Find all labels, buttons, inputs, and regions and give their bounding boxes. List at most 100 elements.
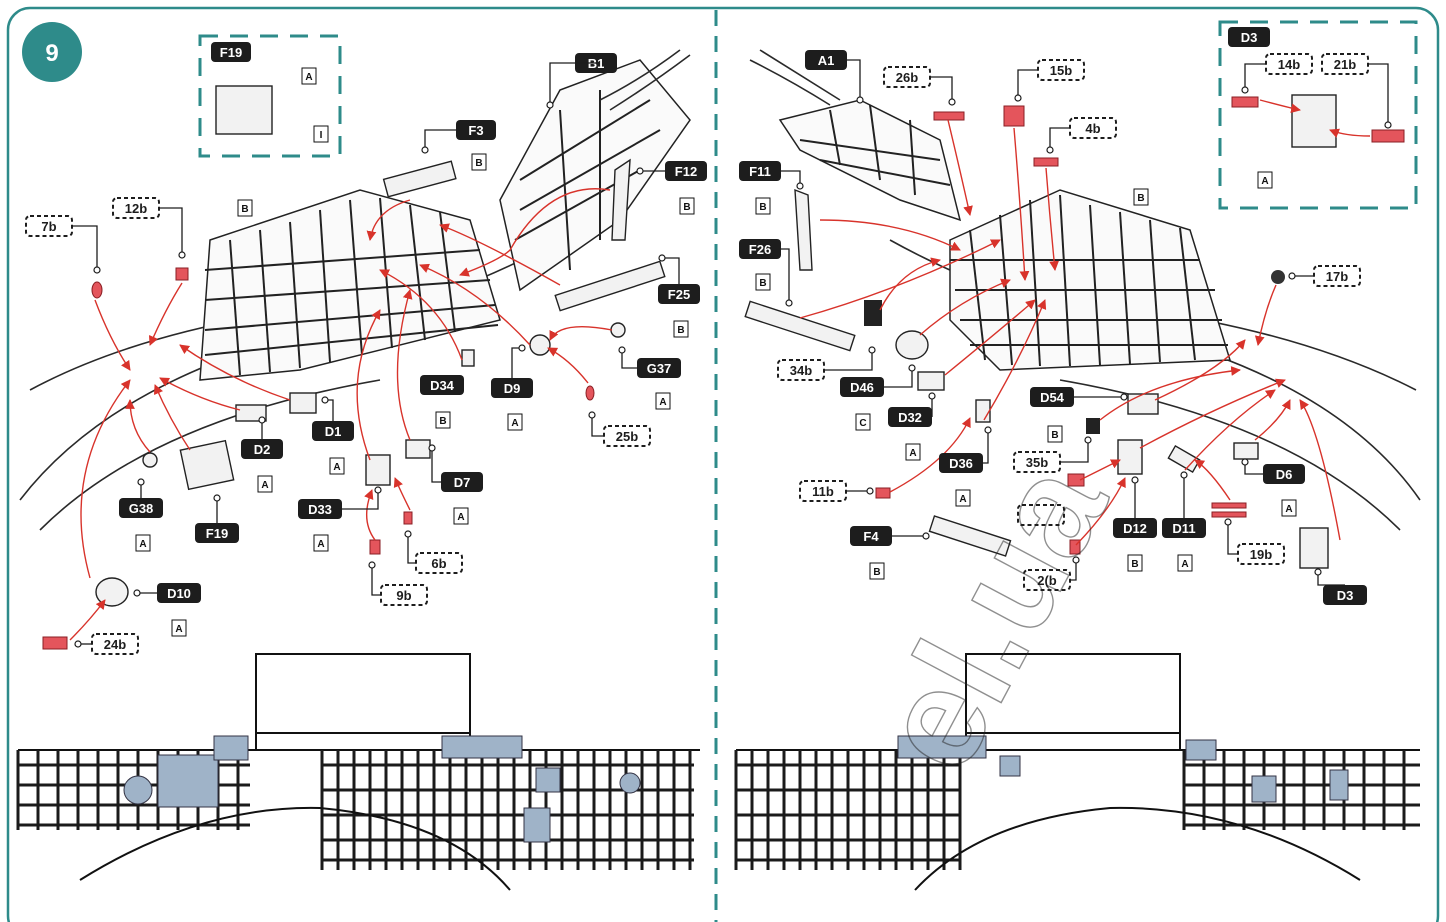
label-7b: 7b: [25, 215, 73, 237]
label-d32: D32: [888, 407, 932, 427]
label-f4: F4: [850, 526, 892, 546]
plan-panel-f25: [441, 735, 523, 759]
part-f25: [554, 260, 666, 312]
label-d6: D6: [1263, 464, 1305, 484]
pe-12b: [175, 267, 189, 281]
part-d1: [289, 392, 317, 414]
paint-icon-b: B: [1047, 425, 1063, 443]
svg-text:F25: F25: [668, 287, 690, 302]
svg-text:17b: 17b: [1326, 269, 1348, 284]
paint-icon-b: B: [237, 199, 253, 217]
pe-7b: [91, 281, 103, 299]
paint-icon-a: A: [507, 413, 523, 431]
svg-text:D9: D9: [504, 381, 521, 396]
svg-text:D33: D33: [308, 502, 332, 517]
pe-35b: [1086, 418, 1100, 434]
svg-text:A: A: [457, 512, 464, 523]
svg-text:B: B: [475, 158, 482, 169]
svg-text:26b: 26b: [896, 70, 918, 85]
label-d46: D46: [840, 377, 884, 397]
svg-text:B: B: [683, 202, 690, 213]
paint-icon-a: A: [453, 507, 469, 525]
svg-text:D46: D46: [850, 380, 874, 395]
label-2b: 2(b: [1023, 569, 1071, 591]
label-17b: 17b: [1313, 265, 1361, 287]
paint-icon-a: A: [1177, 554, 1193, 572]
part-d2: [235, 404, 267, 422]
hull-curve-left-2: [39, 379, 381, 531]
label-d11: D11: [1162, 518, 1206, 538]
label-d2: D2: [241, 439, 283, 459]
svg-text:A1: A1: [818, 53, 835, 68]
part-g38: [142, 452, 158, 468]
pe-26b: [933, 111, 965, 121]
svg-text:D36: D36: [949, 456, 973, 471]
part-d36: [975, 399, 991, 423]
paint-icon-a: A: [329, 457, 345, 475]
svg-text:B: B: [439, 416, 446, 427]
svg-text:F12: F12: [675, 164, 697, 179]
svg-text:C: C: [859, 418, 866, 429]
svg-text:15b: 15b: [1050, 63, 1072, 78]
part-f11: [794, 188, 813, 271]
cable-b1: [599, 49, 681, 101]
part-d7: [405, 439, 431, 459]
svg-text:F3: F3: [468, 123, 483, 138]
label-6b: 6b: [415, 552, 463, 574]
svg-text:A: A: [305, 72, 312, 83]
pe-15b: [1003, 105, 1025, 127]
svg-text:19b: 19b: [1250, 547, 1272, 562]
floor-plan-right: [734, 653, 1420, 891]
paint-icon-a: A: [135, 534, 151, 552]
svg-text:D10: D10: [167, 586, 191, 601]
pe-24b: [42, 636, 68, 650]
paint-icon-b: B: [755, 273, 771, 291]
svg-text:A: A: [139, 539, 146, 550]
pe-14b: [1231, 96, 1259, 108]
part-f19-panel: [179, 439, 235, 491]
svg-text:B: B: [1051, 430, 1058, 441]
svg-text:A: A: [333, 462, 340, 473]
svg-text:A: A: [909, 448, 916, 459]
paint-icon-a: A: [313, 534, 329, 552]
svg-text:F19: F19: [220, 45, 242, 60]
label-d3-bottom: D3: [1323, 585, 1367, 605]
part-f4: [928, 515, 1012, 557]
label-15b: 15b: [1037, 59, 1085, 81]
svg-text:D3: D3: [1241, 30, 1258, 45]
svg-text:D1: D1: [325, 424, 342, 439]
svg-text:B: B: [759, 278, 766, 289]
label-9b: 9b: [380, 584, 428, 606]
label-12b: 12b: [112, 197, 160, 219]
part-d54: [1127, 393, 1159, 415]
paint-icon-a: A: [1257, 171, 1273, 189]
label-f19-bottom: F19: [195, 523, 239, 543]
svg-text:D7: D7: [454, 475, 471, 490]
label-f26: F26: [739, 239, 781, 259]
pe-22b: [1067, 473, 1085, 487]
label-f3: F3: [456, 120, 496, 140]
paint-icon-b: B: [869, 562, 885, 580]
pe-2b: [1069, 539, 1081, 555]
paint-icon-b: B: [471, 153, 487, 171]
svg-text:A: A: [175, 624, 182, 635]
svg-text:B: B: [1137, 193, 1144, 204]
paint-icon-b: B: [755, 197, 771, 215]
cable-a1: [759, 49, 841, 101]
part-f12: [611, 158, 631, 241]
svg-text:12b: 12b: [125, 201, 147, 216]
label-14b: 14b: [1265, 53, 1313, 75]
svg-text:B: B: [241, 204, 248, 215]
paint-icon-a: A: [171, 619, 187, 637]
svg-text:6b: 6b: [431, 556, 446, 571]
label-a1: A1: [805, 50, 847, 70]
paint-icon-b: B: [1127, 554, 1143, 572]
pe-21b: [1371, 129, 1405, 143]
label-g37: G37: [637, 358, 681, 378]
part-d12: [1117, 439, 1143, 475]
pe-11b: [875, 487, 891, 499]
pe-9b: [369, 539, 381, 555]
step-badge: 9: [22, 22, 82, 82]
svg-text:34b: 34b: [790, 363, 812, 378]
